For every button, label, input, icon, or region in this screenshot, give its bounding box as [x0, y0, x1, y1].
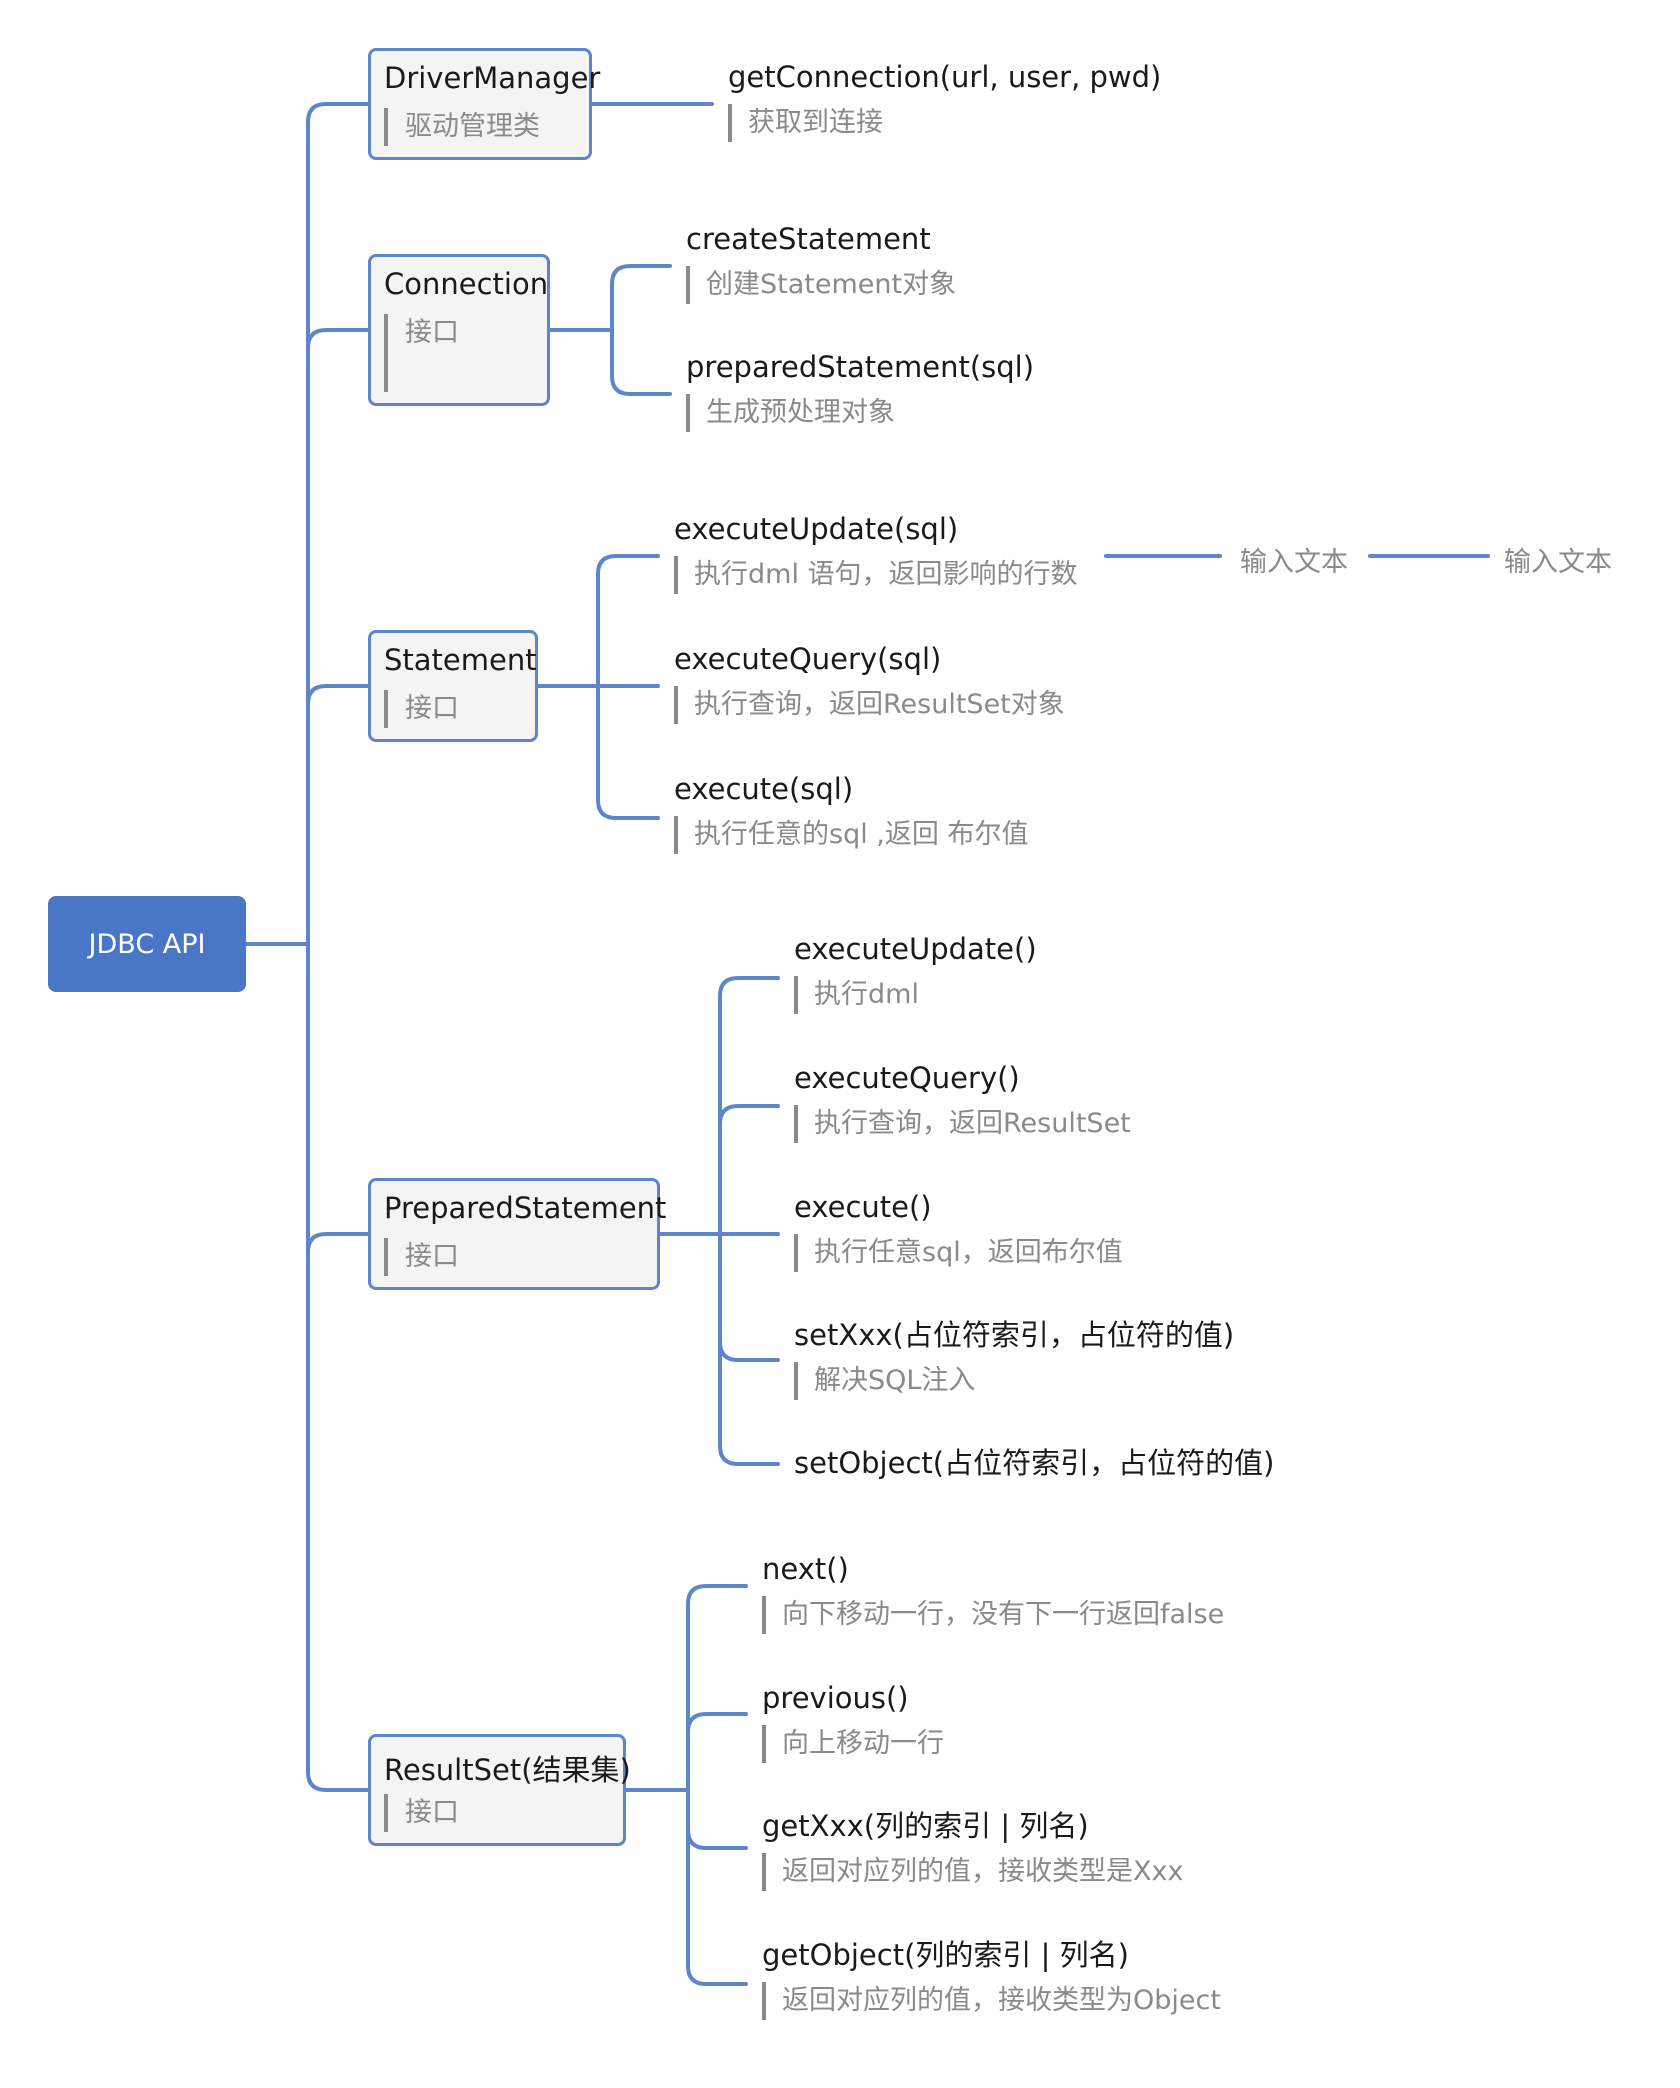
connection-connector: [548, 264, 672, 396]
leaf-note: 执行任意的sql ,返回 布尔值: [674, 816, 1028, 854]
leaf-title: createStatement: [686, 222, 931, 256]
leaf-getxxx[interactable]: getXxx(列的索引 | 列名) 返回对应列的值，接收类型是Xxx: [762, 1807, 1183, 1891]
node-note: 接口: [384, 1238, 459, 1276]
node-note: 接口: [384, 690, 459, 728]
leaf-getconnection[interactable]: getConnection(url, user, pwd) 获取到连接: [728, 58, 1161, 142]
preparedstatement-connector: [658, 976, 780, 1466]
node-note: 驱动管理类: [384, 108, 540, 146]
trunk-to-statement: [306, 684, 370, 706]
leaf-setxxx[interactable]: setXxx(占位符索引，占位符的值) 解决SQL注入: [794, 1316, 1234, 1400]
leaf-note: 执行dml 语句，返回影响的行数: [674, 556, 1078, 594]
leaf-note: 执行查询，返回ResultSet对象: [674, 686, 1065, 724]
node-resultset[interactable]: ResultSet(结果集) 接口: [368, 1734, 631, 1846]
leaf-previous[interactable]: previous() 向上移动一行: [762, 1679, 944, 1763]
leaf-note: 向上移动一行: [762, 1725, 944, 1763]
leaf-title: previous(): [762, 1681, 909, 1715]
node-title: PreparedStatement: [384, 1191, 667, 1225]
leaf-preparedstatement-sql[interactable]: preparedStatement(sql) 生成预处理对象: [686, 348, 1034, 432]
leaf-note: 执行dml: [794, 976, 1037, 1014]
leaf-title: getObject(列的索引 | 列名): [762, 1938, 1129, 1972]
leaf-note: 向下移动一行，没有下一行返回false: [762, 1596, 1224, 1634]
trunk-line: [306, 102, 370, 1792]
leaf-note: 创建Statement对象: [686, 266, 956, 304]
node-preparedstatement[interactable]: PreparedStatement 接口: [368, 1178, 666, 1290]
leaf-title: preparedStatement(sql): [686, 350, 1035, 384]
leaf-note: 返回对应列的值，接收类型为Object: [762, 1982, 1221, 2020]
leaf-note: 生成预处理对象: [686, 394, 1034, 432]
leaf-title: setXxx(占位符索引，占位符的值): [794, 1318, 1235, 1352]
leaf-title: next(): [762, 1552, 849, 1586]
extra-topic-1[interactable]: 输入文本: [1240, 547, 1348, 578]
node-title: Statement: [384, 643, 537, 677]
leaf-title: executeUpdate(): [794, 932, 1037, 966]
leaf-title: setObject(占位符索引，占位符的值): [794, 1446, 1275, 1480]
trunk-to-preparedstatement: [306, 1232, 370, 1254]
leaf-executeupdate[interactable]: executeUpdate() 执行dml: [794, 930, 1037, 1014]
leaf-executequery[interactable]: executeQuery() 执行查询，返回ResultSet: [794, 1059, 1131, 1143]
leaf-note: 执行任意sql，返回布尔值: [794, 1234, 1123, 1272]
leaf-title: executeQuery(): [794, 1061, 1020, 1095]
leaf-note: 获取到连接: [728, 104, 1161, 142]
leaf-title: execute(): [794, 1190, 932, 1224]
leaf-title: execute(sql): [674, 772, 854, 806]
leaf-execute-sql[interactable]: execute(sql) 执行任意的sql ,返回 布尔值: [674, 770, 1028, 854]
node-statement[interactable]: Statement 接口: [368, 630, 538, 742]
leaf-executeupdate-sql[interactable]: executeUpdate(sql) 执行dml 语句，返回影响的行数: [674, 510, 1078, 594]
leaf-getobject[interactable]: getObject(列的索引 | 列名) 返回对应列的值，接收类型为Object: [762, 1936, 1221, 2020]
leaf-note: 返回对应列的值，接收类型是Xxx: [762, 1853, 1183, 1891]
leaf-title: executeQuery(sql): [674, 642, 942, 676]
leaf-createstatement[interactable]: createStatement 创建Statement对象: [686, 220, 956, 304]
node-title: Connection: [384, 267, 549, 301]
resultset-connector: [624, 1584, 748, 1986]
node-title: DriverManager: [384, 61, 601, 95]
node-connection[interactable]: Connection 接口: [368, 254, 550, 406]
leaf-note: 执行查询，返回ResultSet: [794, 1105, 1131, 1143]
extra-topic-2[interactable]: 输入文本: [1504, 547, 1612, 578]
leaf-next[interactable]: next() 向下移动一行，没有下一行返回false: [762, 1550, 1224, 1634]
leaf-setobject[interactable]: setObject(占位符索引，占位符的值): [794, 1444, 1274, 1482]
statement-connector: [536, 554, 660, 820]
leaf-executequery-sql[interactable]: executeQuery(sql) 执行查询，返回ResultSet对象: [674, 640, 1065, 724]
node-note: 接口: [384, 1794, 459, 1832]
leaf-title: getXxx(列的索引 | 列名): [762, 1809, 1089, 1843]
root-label: JDBC API: [88, 928, 206, 960]
node-drivermanager[interactable]: DriverManager 驱动管理类: [368, 48, 600, 160]
leaf-note: 解决SQL注入: [794, 1362, 1234, 1400]
leaf-title: executeUpdate(sql): [674, 512, 959, 546]
node-title: ResultSet(结果集): [384, 1753, 631, 1787]
leaf-title: getConnection(url, user, pwd): [728, 60, 1162, 94]
trunk-to-connection: [306, 328, 370, 350]
node-note: 接口: [384, 314, 459, 392]
root-node-jdbc-api[interactable]: JDBC API: [48, 896, 246, 992]
leaf-execute[interactable]: execute() 执行任意sql，返回布尔值: [794, 1188, 1123, 1272]
